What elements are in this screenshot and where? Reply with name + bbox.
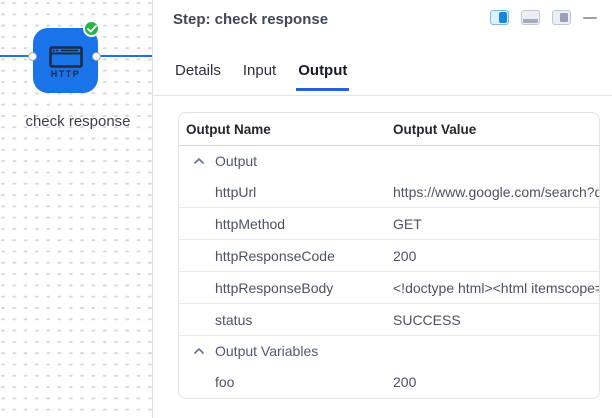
dock-float-icon[interactable] [552,10,571,25]
table-row: httpUrl https://www.google.com/search?q= [179,176,599,208]
group-row: Output [179,146,599,176]
output-name-cell: foo [215,374,235,390]
step-details-panel: Step: check response Details Input Outpu… [153,0,612,418]
node-output-port[interactable] [92,52,101,61]
output-value-cell: <!doctype html><html itemscope=' [393,279,599,296]
chevron-up-icon[interactable] [192,154,206,168]
panel-divider [152,0,153,418]
column-header-output-name: Output Name [186,121,271,137]
workflow-canvas[interactable]: HTTP check response [0,0,152,418]
page-title: Step: check response [173,11,329,28]
node-type-label: HTTP [50,68,81,79]
output-table-header: Output Name Output Value [179,113,599,146]
output-name-cell: status [215,311,253,328]
tabbar-divider [153,95,612,96]
group-label: Output [215,153,258,169]
output-name-cell: httpResponseCode [215,247,335,264]
table-row: httpMethod GET [179,208,599,240]
minimize-icon[interactable] [583,16,597,19]
group-label: Output Variables [215,343,319,359]
tab-details[interactable]: Details [175,62,221,79]
tab-output[interactable]: Output [296,62,350,91]
output-value-cell: 200 [393,247,417,264]
output-name-cell: httpMethod [215,215,286,232]
output-name-cell: httpResponseBody [215,279,334,296]
output-table: Output Name Output Value Output httpUrl … [178,112,600,399]
dock-right-icon[interactable] [490,10,509,25]
http-browser-icon [48,45,83,68]
output-value-cell: https://www.google.com/search?q= [393,183,599,200]
output-value-cell: 200 [393,374,417,390]
tab-input[interactable]: Input [242,62,277,79]
output-value-cell: GET [393,215,422,232]
table-row: foo 200 [179,366,599,398]
table-row: httpResponseBody <!doctype html><html it… [179,272,599,304]
dock-bottom-icon[interactable] [521,10,540,25]
chevron-up-icon[interactable] [192,344,206,358]
node-input-port[interactable] [28,52,37,61]
http-step-node[interactable]: HTTP [33,28,98,93]
output-value-cell: SUCCESS [393,311,461,328]
panel-toolbar [490,10,597,25]
node-label: check response [25,113,131,130]
table-row: status SUCCESS [179,304,599,336]
success-check-icon [83,20,100,37]
output-table-body: Output httpUrl https://www.google.com/se… [179,146,599,398]
column-header-output-value: Output Value [393,121,477,137]
output-name-cell: httpUrl [215,183,257,200]
tabbar: Details Input Output [173,62,350,91]
group-row: Output Variables [179,336,599,366]
table-row: httpResponseCode 200 [179,240,599,272]
